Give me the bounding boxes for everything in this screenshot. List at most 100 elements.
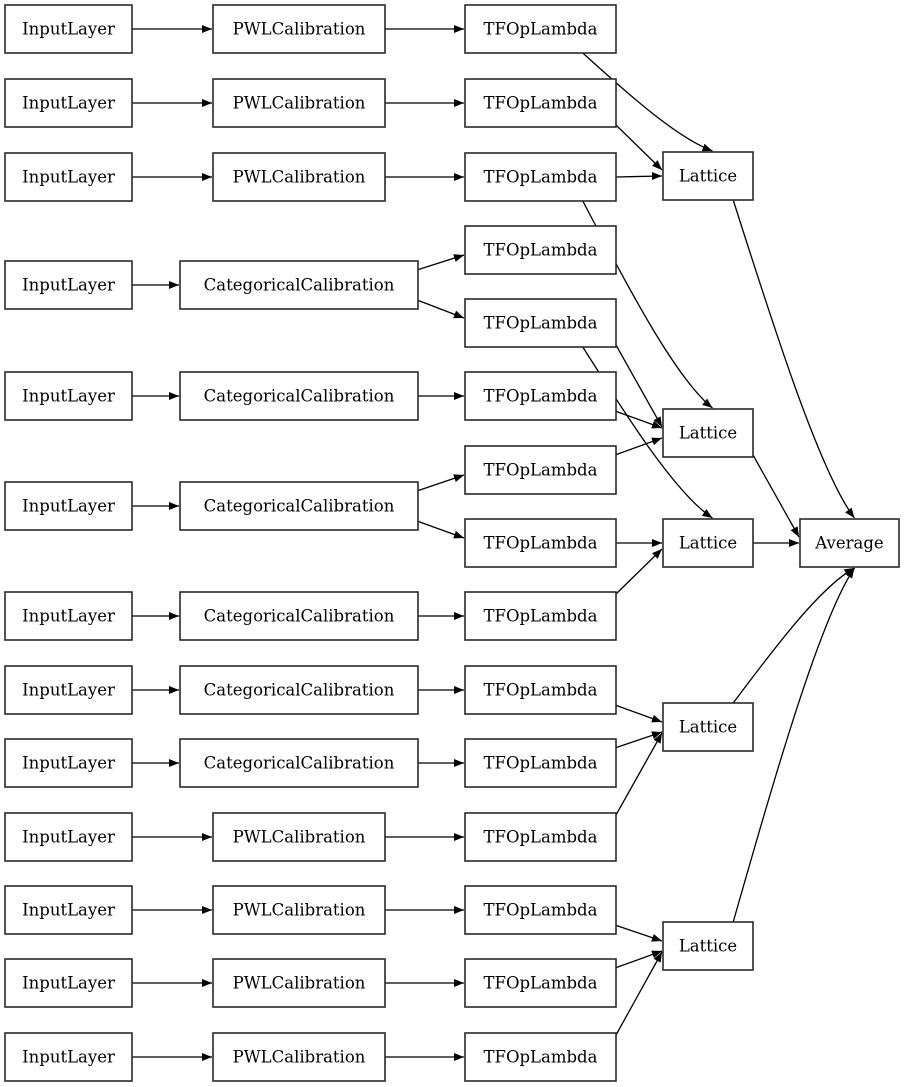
- node-lattice-lat1[interactable]: Lattice: [662, 151, 754, 201]
- node-box: [464, 445, 617, 495]
- node-tfop-lambda-op8[interactable]: TFOpLambda: [464, 518, 617, 568]
- node-box: [4, 481, 133, 531]
- edge-op5-to-lat2: [615, 344, 663, 428]
- node-label: TFOpLambda: [484, 314, 598, 333]
- edge-op8-to-lat3: [616, 539, 662, 547]
- node-tfop-lambda-op10[interactable]: TFOpLambda: [464, 665, 617, 715]
- edge-op9-to-lat3: [615, 548, 663, 595]
- node-label: InputLayer: [22, 94, 115, 113]
- node-label: TFOpLambda: [484, 387, 598, 406]
- node-lattice-lat4[interactable]: Lattice: [662, 702, 754, 752]
- node-box: [179, 260, 419, 310]
- node-lattice-lat5[interactable]: Lattice: [662, 921, 754, 971]
- node-tfop-lambda-op6[interactable]: TFOpLambda: [464, 371, 617, 421]
- node-input-layer-in2[interactable]: InputLayer: [4, 78, 133, 128]
- node-input-layer-in8[interactable]: InputLayer: [4, 665, 133, 715]
- arrowhead: [202, 833, 212, 841]
- node-categorical-calibration-cal7[interactable]: CategoricalCalibration: [179, 591, 419, 641]
- arrowhead: [169, 392, 179, 400]
- node-box: [4, 152, 133, 202]
- arrowhead: [845, 568, 855, 579]
- node-categorical-calibration-cal8[interactable]: CategoricalCalibration: [179, 665, 419, 715]
- node-tfop-lambda-op12[interactable]: TFOpLambda: [464, 812, 617, 862]
- node-box: [179, 665, 419, 715]
- node-box: [662, 921, 754, 971]
- node-label: TFOpLambda: [484, 241, 598, 260]
- node-categorical-calibration-cal6[interactable]: CategoricalCalibration: [179, 481, 419, 531]
- node-box: [4, 958, 133, 1008]
- edge-line: [615, 344, 663, 428]
- node-input-layer-in3[interactable]: InputLayer: [4, 152, 133, 202]
- node-tfop-lambda-op1[interactable]: TFOpLambda: [464, 4, 617, 54]
- node-input-layer-in1[interactable]: InputLayer: [4, 4, 133, 54]
- node-input-layer-in10[interactable]: InputLayer: [4, 812, 133, 862]
- node-input-layer-in4[interactable]: InputLayer: [4, 260, 133, 310]
- arrowhead: [453, 254, 464, 262]
- edge-cal4-to-op4: [417, 254, 465, 271]
- arrowhead: [169, 281, 179, 289]
- arrowhead: [169, 502, 179, 510]
- node-label: Lattice: [679, 424, 737, 443]
- node-tfop-lambda-op14[interactable]: TFOpLambda: [464, 958, 617, 1008]
- node-pwlcalibration-cal12[interactable]: PWLCalibration: [212, 958, 386, 1008]
- node-label: PWLCalibration: [233, 94, 366, 113]
- node-label: InputLayer: [22, 681, 115, 700]
- node-label: InputLayer: [22, 168, 115, 187]
- node-label: InputLayer: [22, 20, 115, 39]
- node-categorical-calibration-cal9[interactable]: CategoricalCalibration: [179, 738, 419, 788]
- node-box: [212, 78, 386, 128]
- node-tfop-lambda-op13[interactable]: TFOpLambda: [464, 885, 617, 935]
- node-label: PWLCalibration: [233, 20, 366, 39]
- node-input-layer-in12[interactable]: InputLayer: [4, 958, 133, 1008]
- node-box: [179, 371, 419, 421]
- node-label: TFOpLambda: [484, 94, 598, 113]
- edge-in10-to-cal10: [132, 833, 212, 841]
- node-box: [799, 518, 900, 568]
- node-tfop-lambda-op7[interactable]: TFOpLambda: [464, 445, 617, 495]
- node-input-layer-in5[interactable]: InputLayer: [4, 371, 133, 421]
- arrowhead: [454, 25, 464, 33]
- arrowhead: [702, 398, 713, 408]
- edge-lat1-to-avg: [732, 199, 855, 519]
- node-box: [464, 152, 617, 202]
- node-pwlcalibration-cal13[interactable]: PWLCalibration: [212, 1032, 386, 1082]
- arrowhead: [454, 759, 464, 767]
- node-tfop-lambda-op2[interactable]: TFOpLambda: [464, 78, 617, 128]
- node-tfop-lambda-op11[interactable]: TFOpLambda: [464, 738, 617, 788]
- node-average-avg[interactable]: Average: [799, 518, 900, 568]
- node-lattice-lat3[interactable]: Lattice: [662, 518, 754, 568]
- node-input-layer-in13[interactable]: InputLayer: [4, 1032, 133, 1082]
- node-tfop-lambda-op9[interactable]: TFOpLambda: [464, 591, 617, 641]
- node-label: InputLayer: [22, 1048, 115, 1067]
- node-pwlcalibration-cal1[interactable]: PWLCalibration: [212, 4, 386, 54]
- node-pwlcalibration-cal10[interactable]: PWLCalibration: [212, 812, 386, 862]
- node-tfop-lambda-op15[interactable]: TFOpLambda: [464, 1032, 617, 1082]
- node-input-layer-in11[interactable]: InputLayer: [4, 885, 133, 935]
- node-tfop-lambda-op5[interactable]: TFOpLambda: [464, 298, 617, 348]
- node-input-layer-in7[interactable]: InputLayer: [4, 591, 133, 641]
- node-pwlcalibration-cal3[interactable]: PWLCalibration: [212, 152, 386, 202]
- node-categorical-calibration-cal5[interactable]: CategoricalCalibration: [179, 371, 419, 421]
- node-pwlcalibration-cal11[interactable]: PWLCalibration: [212, 885, 386, 935]
- node-pwlcalibration-cal2[interactable]: PWLCalibration: [212, 78, 386, 128]
- node-input-layer-in6[interactable]: InputLayer: [4, 481, 133, 531]
- arrowhead: [845, 507, 855, 518]
- edge-in11-to-cal11: [132, 906, 212, 914]
- node-box: [464, 4, 617, 54]
- node-box: [179, 591, 419, 641]
- node-box: [212, 4, 386, 54]
- arrowhead: [454, 99, 464, 107]
- arrowhead: [454, 833, 464, 841]
- node-tfop-lambda-op4[interactable]: TFOpLambda: [464, 225, 617, 275]
- node-categorical-calibration-cal4[interactable]: CategoricalCalibration: [179, 260, 419, 310]
- edge-cal2-to-op2: [385, 99, 464, 107]
- node-lattice-lat2[interactable]: Lattice: [662, 408, 754, 458]
- node-label: TFOpLambda: [484, 534, 598, 553]
- node-tfop-lambda-op3[interactable]: TFOpLambda: [464, 152, 617, 202]
- node-label: TFOpLambda: [484, 168, 598, 187]
- node-input-layer-in9[interactable]: InputLayer: [4, 738, 133, 788]
- node-box: [464, 298, 617, 348]
- arrowhead: [202, 979, 212, 987]
- node-box: [662, 518, 754, 568]
- node-label: Lattice: [679, 534, 737, 553]
